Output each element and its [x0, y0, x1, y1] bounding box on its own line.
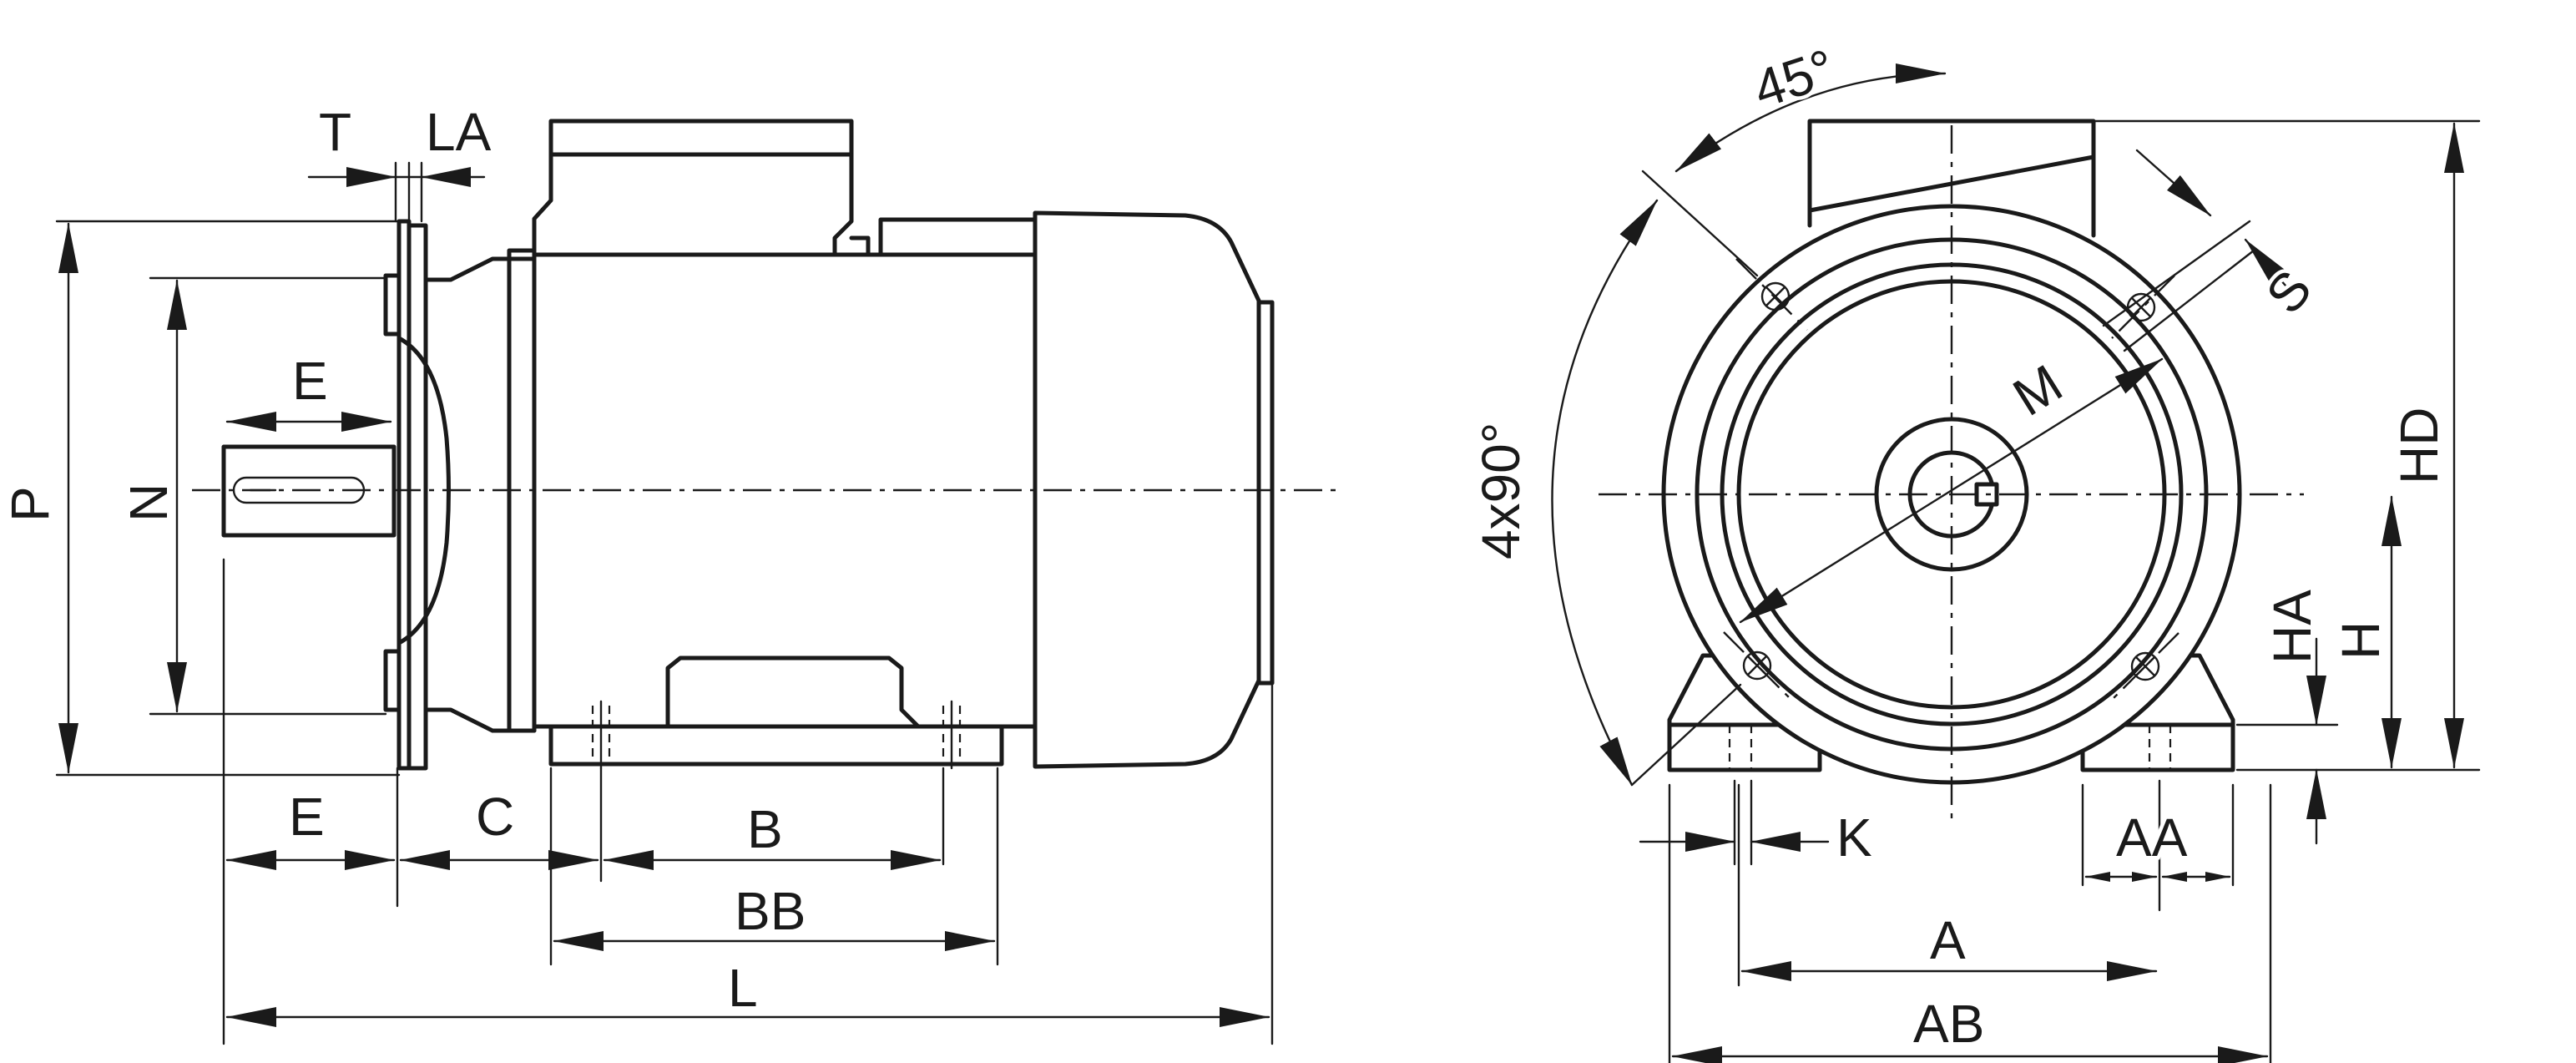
- label-LA: LA: [426, 102, 492, 162]
- front-view: 45° 4x90° S M HD HA H K AA A AB: [1467, 33, 2481, 1063]
- label-C: C: [476, 787, 514, 847]
- bolt-hole-top-left: [1760, 281, 1791, 311]
- label-H: H: [2331, 621, 2391, 660]
- shaft: [221, 444, 397, 538]
- label-L: L: [728, 958, 758, 1018]
- label-E-bottom: E: [289, 787, 325, 847]
- label-N: N: [119, 483, 179, 522]
- fan-cover: [1033, 210, 1275, 769]
- label-45-degree: 45°: [1746, 38, 1841, 119]
- label-K: K: [1836, 807, 1872, 868]
- label-B: B: [747, 799, 783, 859]
- label-T: T: [319, 102, 351, 162]
- side-dimensions: [55, 161, 1274, 1045]
- label-A: A: [1930, 910, 1966, 970]
- flange: [383, 219, 537, 771]
- label-S: S: [2255, 259, 2324, 325]
- side-labels: T LA P N E E C B BB L: [0, 99, 810, 1022]
- label-P: P: [0, 486, 60, 522]
- label-E-shaft: E: [292, 351, 328, 411]
- label-BB: BB: [735, 881, 806, 941]
- label-HA: HA: [2262, 590, 2322, 664]
- label-4x90-degree: 4x90°: [1471, 423, 1531, 559]
- front-dimensions: [1551, 63, 2481, 1063]
- side-view: T LA P N E E C B BB L: [0, 99, 1344, 1045]
- label-AB: AB: [1913, 994, 1984, 1054]
- terminal-box: [532, 119, 1038, 257]
- side-feet: [548, 656, 1004, 770]
- label-AA: AA: [2116, 807, 2188, 868]
- label-HD: HD: [2389, 407, 2449, 484]
- front-labels: 45° 4x90° S M HD HA H K AA A AB: [1467, 33, 2453, 1057]
